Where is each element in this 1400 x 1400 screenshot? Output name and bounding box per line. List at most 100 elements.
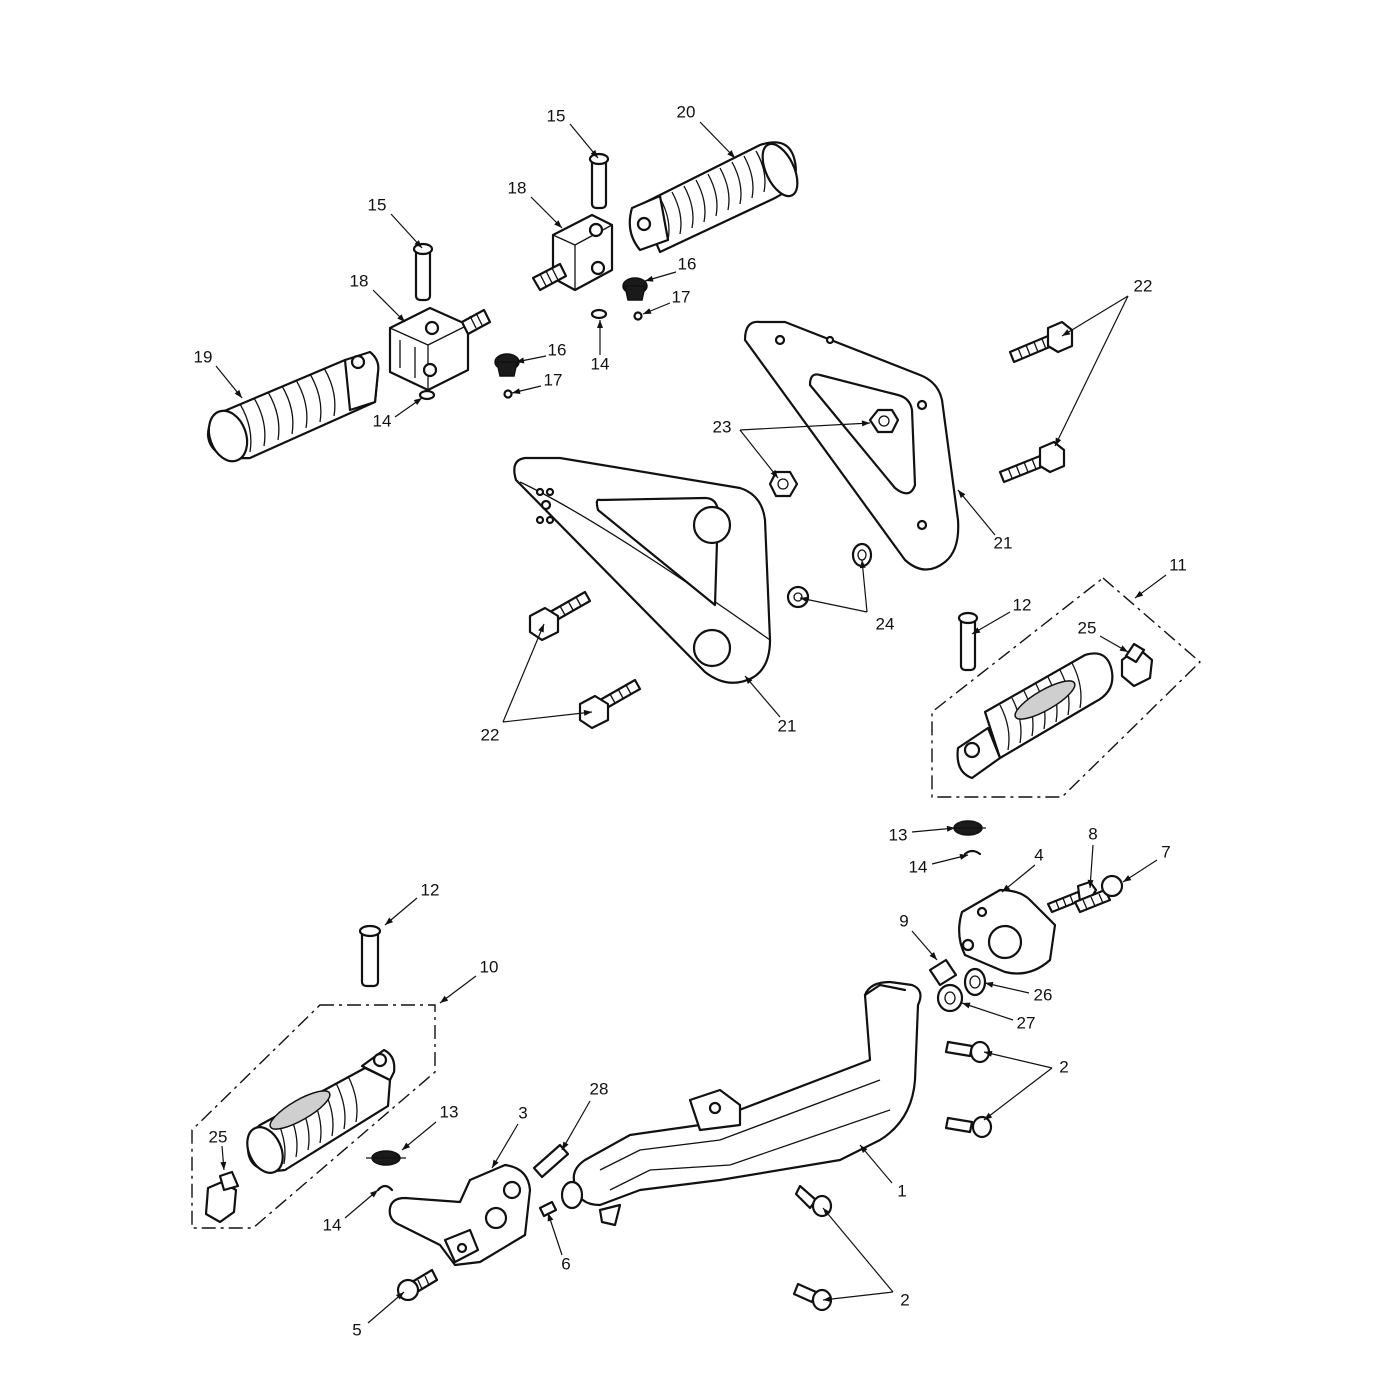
clip-13-lower (366, 1150, 406, 1166)
leader-c22a-0 (1061, 295, 1129, 337)
bolt-2-b (944, 1115, 993, 1139)
arrowhead-c2b-1 (823, 1296, 832, 1303)
leader-c3-0 (491, 1123, 519, 1169)
leader-c20-0 (699, 121, 736, 159)
callout-c24: 24 (876, 614, 895, 633)
assembly-boundary-10 (191, 1004, 436, 1229)
arrowhead-c14c-0 (959, 854, 968, 860)
footpeg-hanger-18-left (388, 306, 492, 392)
detent-ball-17-upper (633, 311, 643, 321)
arrowhead-c14a-0 (597, 320, 603, 328)
footpeg-assembly-10 (246, 1048, 396, 1174)
callout-c27: 27 (1017, 1013, 1036, 1032)
footpeg-hanger-18-upper (531, 213, 614, 292)
arrowhead-c11-0 (1135, 590, 1144, 598)
callout-c22a: 22 (1134, 276, 1153, 295)
leader-lines (215, 121, 1167, 1324)
arrowhead-c25b-0 (220, 1161, 227, 1170)
leader-c23-0 (739, 422, 871, 431)
footpeg-rubber-20 (628, 141, 799, 254)
leader-c1-0 (859, 1144, 893, 1184)
arrowhead-c14b-0 (413, 398, 422, 406)
arrowhead-c22a-1 (1055, 437, 1062, 446)
arrowhead-c22b-0 (538, 624, 544, 633)
arrowhead-c6-0 (547, 1213, 554, 1222)
arrowhead-c13a-0 (946, 825, 955, 832)
callout-c13b: 13 (440, 1102, 459, 1121)
callout-c26: 26 (1034, 985, 1053, 1004)
clevis-pin-15-left (412, 242, 434, 302)
leader-c24-0 (799, 597, 868, 613)
circlip-14-a (590, 308, 608, 320)
circlip-14-b (418, 389, 436, 401)
arrowhead-c25a-0 (1119, 645, 1128, 652)
footpeg-assembly-11 (956, 652, 1114, 780)
leader-c2a-0 (983, 1051, 1053, 1069)
leader-c22b-1 (502, 711, 593, 723)
footrest-hanger-1 (560, 980, 922, 1227)
arrowhead-c21b-0 (745, 676, 753, 685)
callout-c7: 7 (1161, 842, 1170, 861)
arrowhead-c18a-0 (554, 220, 562, 228)
callout-c18a: 18 (508, 178, 527, 197)
pin-6 (538, 1200, 558, 1218)
washer-24-b (786, 585, 810, 609)
arrowhead-c10-0 (440, 995, 449, 1003)
detent-ball-17-left (503, 389, 513, 399)
leader-c2b-1 (822, 1291, 894, 1301)
bolt-7 (1073, 874, 1124, 914)
leader-c22a-1 (1054, 295, 1129, 447)
leader-c2b-0 (822, 1207, 894, 1293)
arrowhead-c1-0 (860, 1145, 868, 1154)
arrowhead-c2a-1 (984, 1112, 993, 1120)
callout-c11: 11 (1169, 555, 1187, 574)
arrowhead-c18b-0 (397, 314, 405, 322)
callout-c14a: 14 (591, 354, 610, 373)
footpeg-rubber-19 (206, 350, 380, 463)
leader-c24-1 (861, 559, 868, 613)
arrowhead-c22b-1 (583, 709, 592, 716)
leader-c28-0 (561, 1100, 591, 1151)
callout-labels: 2015181516171814161719142223212421221112… (194, 102, 1187, 1339)
callout-c18b: 18 (350, 271, 369, 290)
assembly-boundary-11 (931, 577, 1202, 798)
callout-c9: 9 (899, 911, 908, 930)
arrowhead-c19-0 (234, 389, 242, 398)
callout-c14b: 14 (373, 411, 392, 430)
sleeve-9 (928, 958, 958, 987)
bracket-3 (388, 1163, 532, 1267)
arrowhead-c16a-0 (645, 275, 654, 282)
arrowhead-c14d-0 (369, 1190, 378, 1198)
callout-c13a: 13 (889, 825, 908, 844)
pin-12-upper (957, 611, 979, 672)
leader-c22b-0 (502, 623, 545, 723)
callout-c1: 1 (897, 1181, 906, 1200)
bolt-2-a (944, 1040, 991, 1064)
callout-c25a: 25 (1078, 618, 1097, 637)
callout-c4: 4 (1034, 845, 1043, 864)
arrowhead-c17a-0 (643, 308, 652, 314)
callout-c15b: 15 (368, 195, 387, 214)
arrowhead-c9-0 (929, 951, 937, 960)
callout-c21a: 21 (994, 533, 1013, 552)
washer-26 (963, 967, 987, 997)
arrowhead-c24-1 (859, 560, 866, 569)
callout-c17b: 17 (544, 370, 563, 389)
callout-c3: 3 (518, 1103, 527, 1122)
arrowhead-c21a-0 (958, 490, 966, 499)
callout-c14c: 14 (909, 857, 928, 876)
leader-c21b-0 (744, 675, 781, 718)
arrowhead-c22a-0 (1062, 329, 1071, 336)
clip-13-right (950, 820, 986, 836)
leader-c27-0 (961, 1002, 1014, 1021)
callout-c25b: 25 (209, 1127, 228, 1146)
circlip-14-d (376, 1184, 394, 1192)
arrowhead-c2b-0 (823, 1208, 831, 1217)
arrowhead-c27-0 (962, 1002, 971, 1009)
arrowhead-c23-1 (770, 469, 778, 478)
callout-c5: 5 (352, 1320, 361, 1339)
bolt-22-b (998, 440, 1066, 484)
arrowhead-c15a-0 (590, 149, 598, 158)
arrowhead-c28-0 (562, 1141, 569, 1150)
